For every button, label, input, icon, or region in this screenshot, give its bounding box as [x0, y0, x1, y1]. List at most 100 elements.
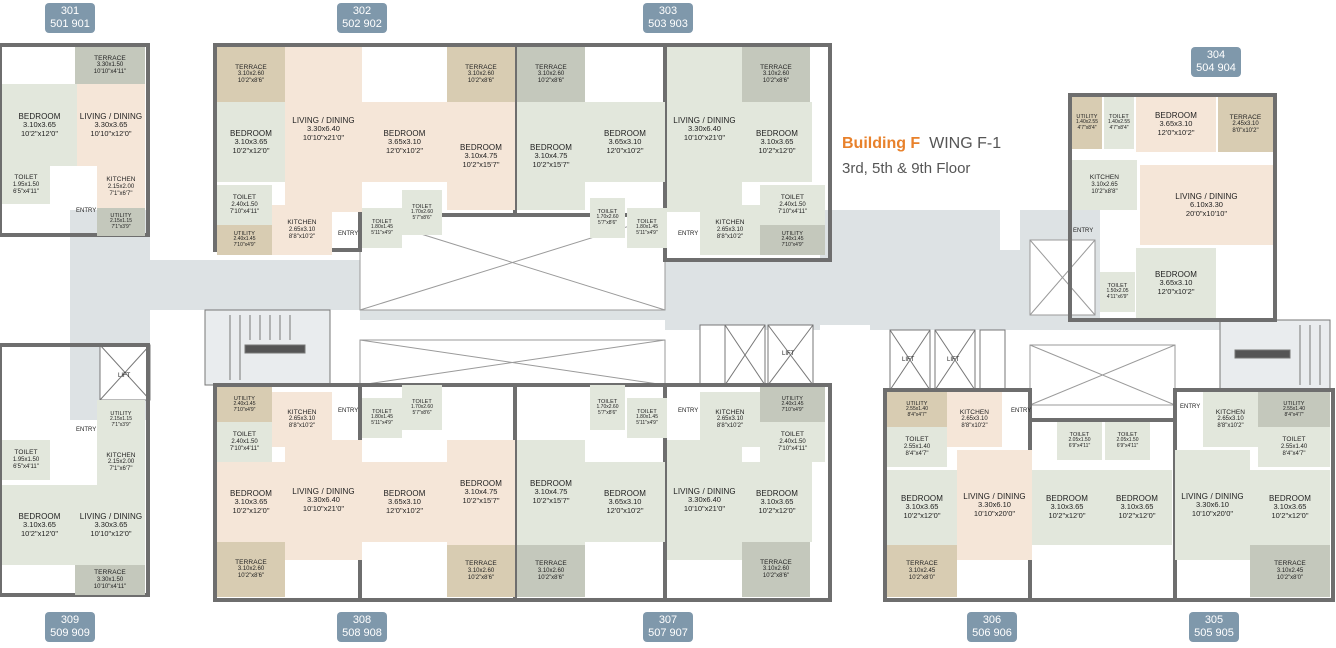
room-size-imperial: 6'9"x4'11" [1068, 443, 1091, 450]
room-size-imperial: 10'10"x20'0" [973, 508, 1016, 518]
room-size-metric: 1.95x1.50 [12, 181, 40, 188]
room-name: TERRACE [1229, 113, 1262, 121]
room-name: KITCHEN [106, 176, 136, 184]
room-name: TOILET [1109, 114, 1129, 121]
room-size-imperial: 8'4"x4'7" [1282, 450, 1306, 457]
room-size-metric: 3.30x6.10 [978, 499, 1011, 509]
room-name: TERRACE [535, 560, 567, 568]
room-size-imperial: 4'7"x8'4" [1109, 125, 1129, 132]
atrium-right [1029, 239, 1176, 406]
